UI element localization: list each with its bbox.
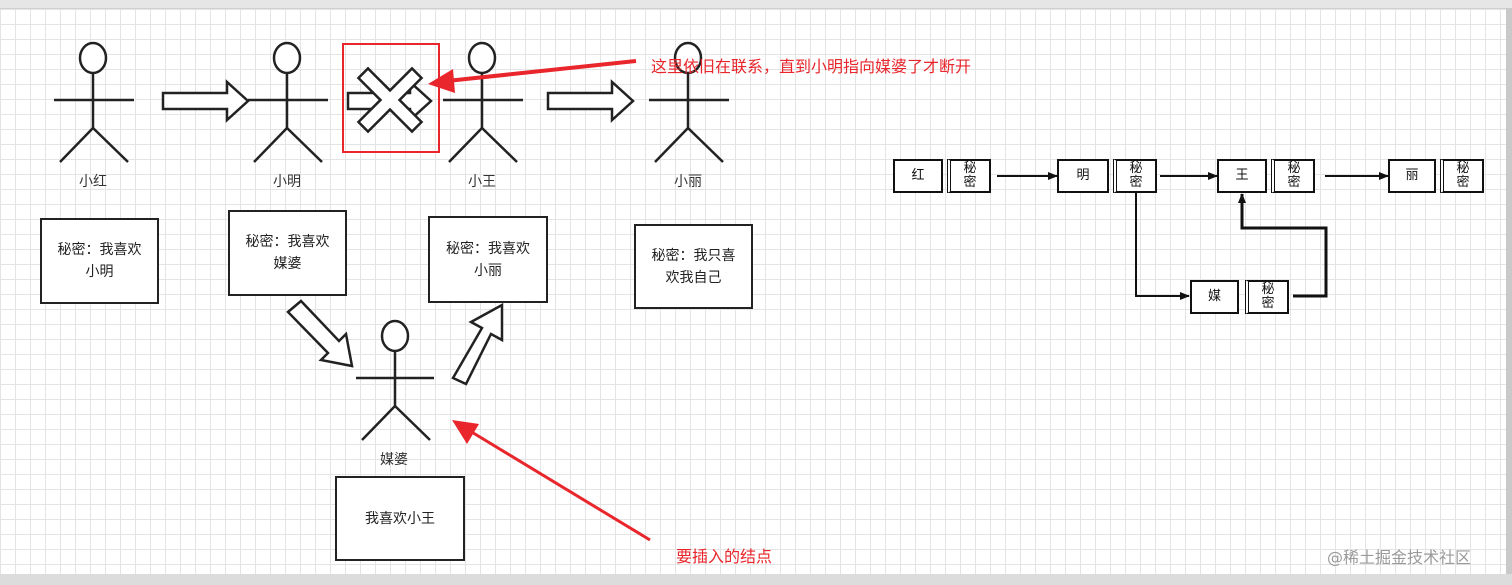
block-arrow-hong-to-ming [161, 79, 250, 123]
list-node-pointer: 秘密 [947, 159, 991, 193]
figure-xiaoli [649, 41, 729, 163]
name-label-xiaoming: 小明 [273, 174, 301, 190]
list-node-pointer: 秘密 [1440, 159, 1484, 193]
secret-box-xiaohong: 秘密：我喜欢小明 [40, 218, 159, 304]
secret-box-xiaowang: 秘密：我喜欢小丽 [428, 216, 548, 303]
scrollbar-strip[interactable] [1506, 8, 1512, 574]
block-arrow-ming-to-meipo [286, 299, 354, 368]
secret-box-xiaoli: 秘密：我只喜欢我自己 [634, 224, 753, 309]
secret-box-meipo: 我喜欢小王 [335, 476, 465, 561]
block-arrow-wang-to-li [546, 79, 635, 123]
secret-box-xiaoming: 秘密：我喜欢媒婆 [228, 210, 347, 296]
cross-mark-icon [356, 66, 424, 134]
watermark: @稀土掘金技术社区 [1327, 548, 1472, 567]
highlight-frame [342, 43, 440, 153]
inserted-node-value: 媒 [1190, 280, 1239, 314]
list-node-value: 红 [893, 159, 943, 193]
annotation-insert-node: 要插入的结点 [676, 547, 773, 566]
name-label-xiaoli: 小丽 [674, 174, 702, 190]
list-node-pointer: 秘密 [1271, 159, 1315, 193]
figure-xiaoming [248, 41, 328, 163]
figure-meipo [356, 319, 434, 441]
figure-xiaohong [54, 41, 134, 163]
name-label-meipo: 媒婆 [380, 452, 408, 468]
annotation-arrow-bottom [452, 420, 651, 542]
annotation-arrow-top [428, 59, 637, 93]
list-node-value: 明 [1057, 159, 1109, 193]
bottom-bar [0, 574, 1512, 585]
name-label-xiaowang: 小王 [468, 174, 496, 190]
name-label-xiaohong: 小红 [79, 174, 107, 190]
list-connectors [997, 172, 1389, 300]
list-node-value: 丽 [1388, 159, 1436, 193]
annotation-still-linked: 这里依旧在联系，直到小明指向媒婆了才断开 [651, 57, 972, 76]
list-node-value: 王 [1217, 159, 1267, 193]
list-node-pointer: 秘密 [1113, 159, 1157, 193]
figure-xiaowang [443, 41, 523, 163]
block-arrow-meipo-to-wang [451, 302, 504, 386]
inserted-node-pointer: 秘密 [1245, 280, 1289, 314]
